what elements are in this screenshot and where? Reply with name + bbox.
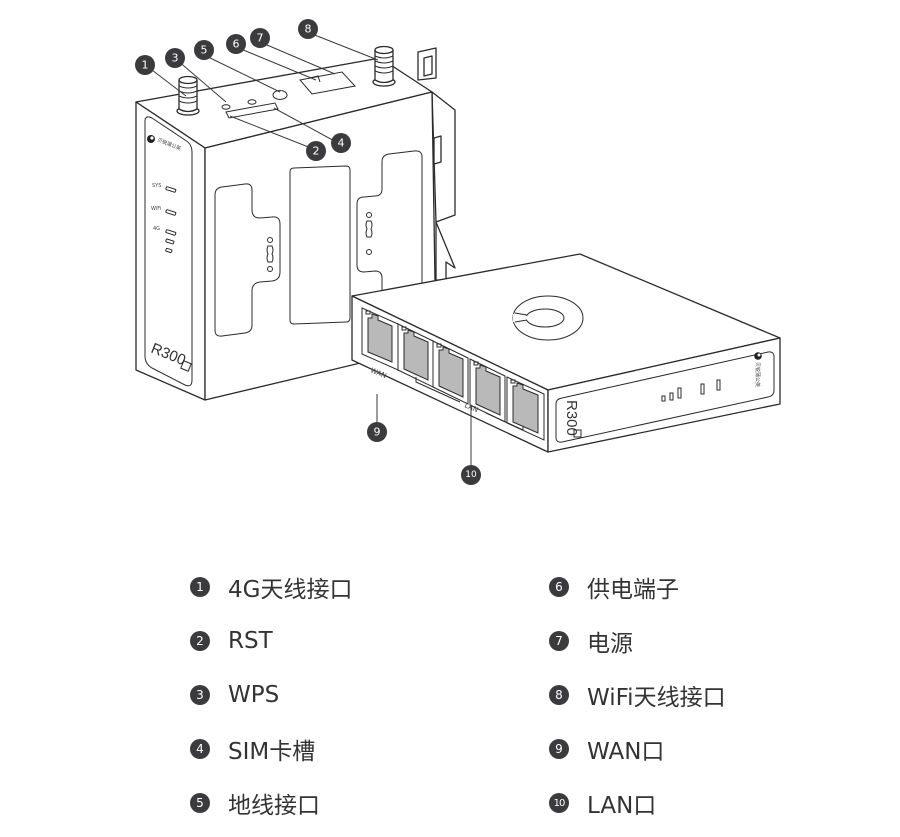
legend-number-badge: 6: [549, 577, 569, 597]
legend-number-badge: 8: [549, 685, 569, 705]
callout-leaders: [151, 31, 472, 474]
callout-badge-4: 4: [331, 133, 351, 153]
svg-text:8: 8: [305, 23, 312, 36]
svg-text:R300: R300: [563, 400, 580, 436]
legend-label: WiFi天线接口: [587, 685, 726, 711]
callout-badge-7: 7: [250, 28, 270, 48]
callout-badge-10: 10: [461, 465, 481, 485]
svg-text:10: 10: [465, 470, 477, 480]
ethernet-ports: [361, 307, 545, 441]
legend-number-badge: 5: [190, 793, 210, 813]
legend-item: 5 地线接口: [190, 776, 352, 830]
legend-item: 1 4G天线接口: [190, 560, 352, 614]
legend-label: RST: [228, 628, 273, 654]
legend-item: 8 WiFi天线接口: [549, 668, 726, 722]
legend-label: WAN口: [587, 739, 665, 765]
legend-item: 10 LAN口: [549, 776, 726, 830]
svg-text:WiFi: WiFi: [151, 206, 161, 212]
indicator-leds-back: SYS WiFi 4G: [151, 183, 177, 254]
top-panel-ports: [221, 71, 356, 119]
svg-text:4: 4: [338, 137, 345, 150]
svg-text:9: 9: [374, 426, 381, 439]
legend-column-left: 1 4G天线接口 2 RST 3 WPS 4 SIM卡槽 5 地线接口: [190, 560, 352, 830]
legend-number-badge: 4: [190, 739, 210, 759]
legend-label: WPS: [228, 682, 280, 708]
svg-text:1: 1: [142, 59, 149, 72]
legend-label: 供电端子: [587, 577, 679, 603]
svg-text:6: 6: [233, 38, 240, 51]
svg-text:贝锐蒲公英: 贝锐蒲公英: [754, 362, 761, 387]
callout-badge-2: 2: [306, 141, 326, 161]
svg-text:7: 7: [257, 32, 264, 45]
legend-label: 电源: [587, 631, 633, 657]
svg-text:4G: 4G: [153, 226, 160, 232]
model-label-front: R300: [563, 400, 582, 438]
svg-text:5: 5: [201, 44, 208, 57]
callout-badge-9: 9: [367, 422, 387, 442]
lan-port-2: [432, 340, 469, 405]
brand-logo-front: 贝锐蒲公英: [754, 352, 762, 387]
legend-label: SIM卡槽: [228, 739, 316, 765]
legend-number-badge: 9: [549, 739, 569, 759]
svg-text:3: 3: [172, 52, 179, 65]
4g-antenna-connector: [176, 75, 200, 116]
legend-column-right: 6 供电端子 7 电源 8 WiFi天线接口 9 WAN口 10 LAN口: [549, 560, 726, 830]
legend-item: 7 电源: [549, 614, 726, 668]
legend-item: 6 供电端子: [549, 560, 726, 614]
legend-item: 3 WPS: [190, 668, 352, 722]
router-illustration: 贝锐蒲公英 SYS WiFi 4G R300: [135, 19, 781, 485]
callout-badge-1: 1: [135, 55, 155, 75]
svg-text:SYS: SYS: [152, 183, 161, 189]
callout-badge-5: 5: [194, 40, 214, 60]
legend-item: 9 WAN口: [549, 722, 726, 776]
lan-port-4: [506, 376, 545, 441]
legend-label: 4G天线接口: [228, 577, 353, 603]
legend-number-badge: 2: [190, 631, 210, 651]
router-front-unit: R300 贝锐蒲公英: [351, 253, 781, 453]
indicator-leds-front: [661, 379, 721, 402]
legend-number-badge: 7: [549, 631, 569, 651]
legend-number-badge: 3: [190, 685, 210, 705]
wifi-antenna-connector: [372, 45, 396, 87]
callout-badge-3: 3: [165, 48, 185, 68]
legend-item: 2 RST: [190, 614, 352, 668]
legend-number-badge: 10: [549, 793, 569, 813]
callout-badge-8: 8: [298, 19, 318, 39]
legend-number-badge: 1: [190, 577, 210, 597]
svg-text:2: 2: [313, 145, 320, 158]
legend-label: 地线接口: [228, 793, 320, 819]
legend-label: LAN口: [587, 793, 657, 819]
top-logo-ring: [512, 295, 584, 341]
legend-item: 4 SIM卡槽: [190, 722, 352, 776]
callout-badge-6: 6: [226, 34, 246, 54]
